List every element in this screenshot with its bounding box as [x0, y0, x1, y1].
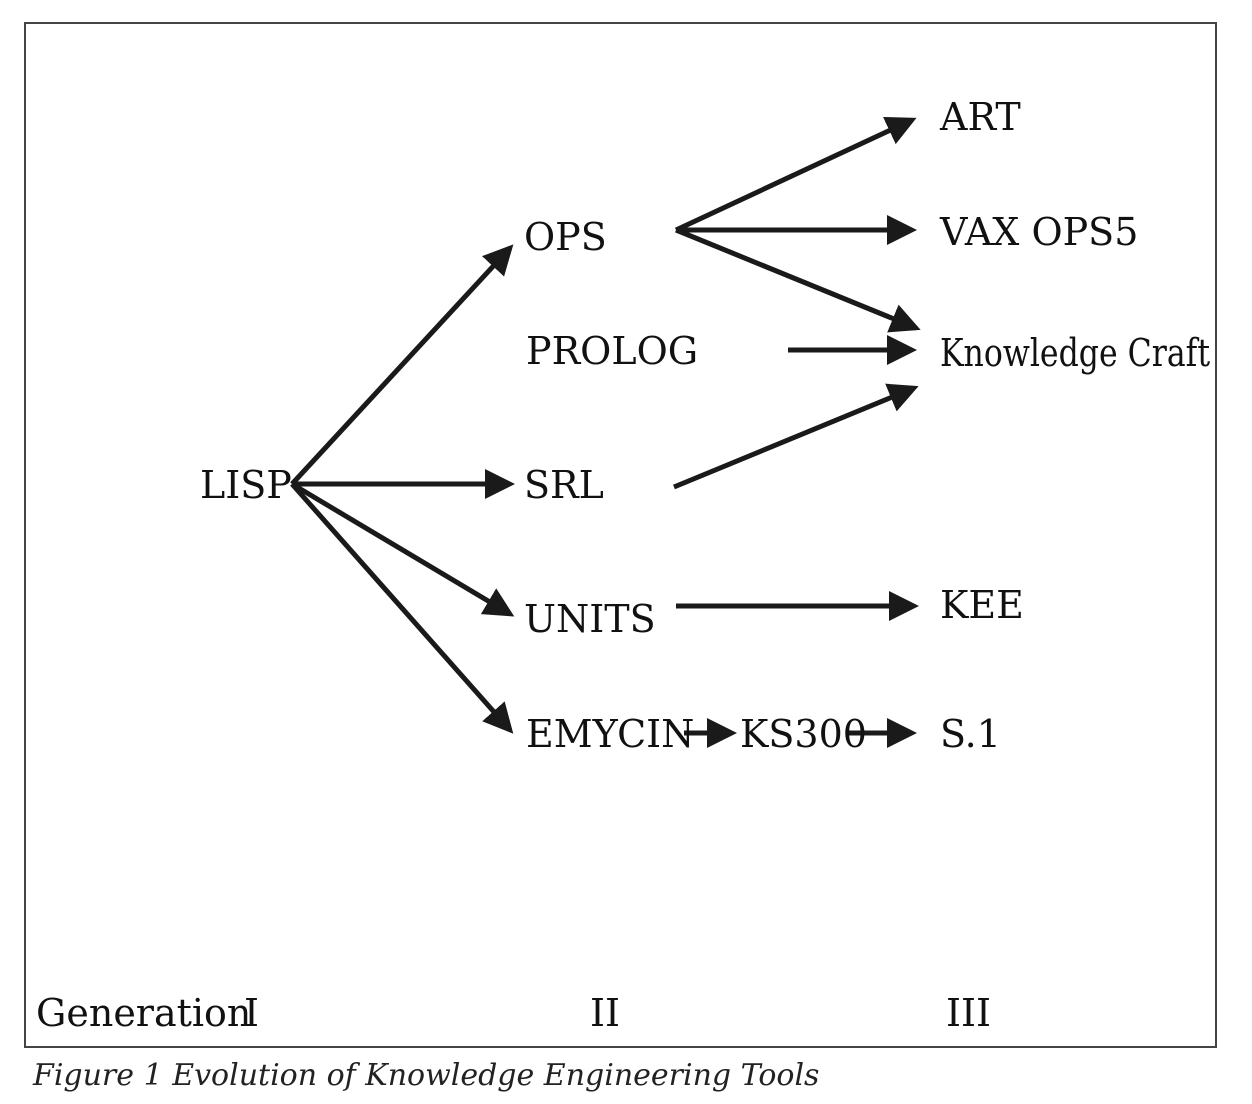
generation-label: Generation: [36, 991, 251, 1035]
figure-caption: Figure 1 Evolution of Knowledge Engineer…: [33, 1058, 820, 1093]
node-units: UNITS: [524, 597, 656, 641]
edge-srl-knowledge-craft: [673, 383, 919, 490]
node-ks300: KS300: [740, 712, 867, 756]
generation-iii: III: [946, 991, 991, 1035]
node-kee: KEE: [940, 583, 1024, 627]
edge-ops-art: [674, 116, 917, 233]
edge-lisp-emycin: [290, 482, 514, 734]
diagram-frame: [24, 22, 1217, 1048]
edges: [290, 116, 921, 748]
generation-i: I: [244, 991, 259, 1035]
node-art: ART: [939, 95, 1021, 139]
node-s1: S.1: [940, 712, 1001, 756]
node-ops: OPS: [524, 215, 607, 259]
node-vax-ops5: VAX OPS5: [939, 210, 1138, 254]
node-srl: SRL: [524, 463, 604, 507]
node-emycin: EMYCIN: [526, 712, 694, 756]
edge-lisp-ops: [290, 244, 514, 486]
edge-ops-knowledge-craft: [675, 227, 921, 333]
generation-ii: II: [590, 991, 620, 1035]
nodes: LISP OPS PROLOG SRL UNITS EMYCIN KS300 A…: [200, 95, 1210, 756]
edge-lisp-units: [290, 481, 515, 617]
node-knowledge-craft: Knowledge Craft: [940, 331, 1210, 375]
generation-row: Generation I II III: [36, 991, 991, 1035]
node-prolog: PROLOG: [526, 329, 698, 373]
node-lisp: LISP: [200, 463, 292, 507]
